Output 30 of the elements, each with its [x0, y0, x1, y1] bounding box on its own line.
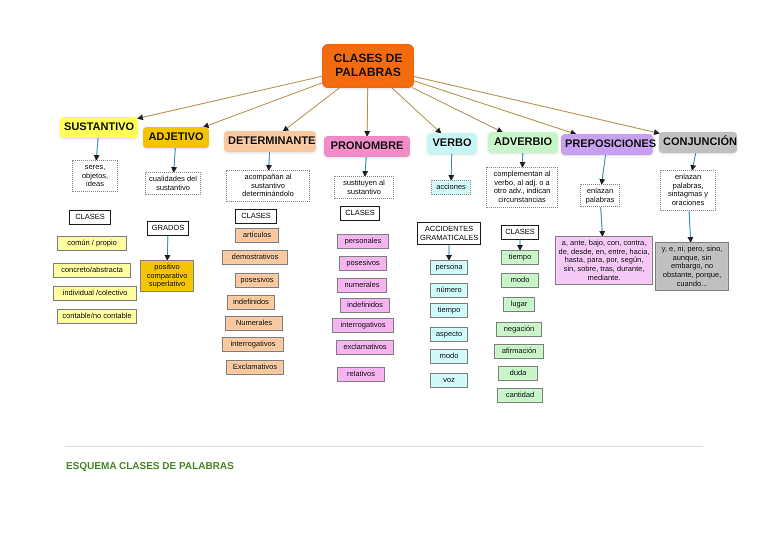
- arrow: [687, 210, 694, 243]
- arrow: [202, 82, 322, 128]
- category-box: CONJUNCIÓN: [659, 132, 737, 153]
- arrow: [94, 137, 100, 161]
- category-box: ADVERBIO: [488, 132, 558, 153]
- arrow: [414, 80, 577, 136]
- category-box: DETERMINANTE: [224, 131, 316, 152]
- arrow: [171, 147, 178, 173]
- arrow: [364, 87, 370, 137]
- arrow: [164, 235, 170, 261]
- caption: ESQUEMA CLASES DE PALABRAS: [66, 460, 234, 474]
- arrow: [599, 154, 606, 185]
- category-box: PRONOMBRE: [324, 136, 410, 157]
- arrow: [517, 239, 523, 251]
- arrow: [137, 76, 322, 120]
- arrow: [362, 156, 368, 177]
- arrow: [448, 153, 454, 181]
- arrow: [412, 87, 503, 132]
- category-box: SUSTANTIVO: [60, 117, 138, 138]
- arrow: [414, 76, 660, 136]
- category-box: ADJETIVO: [143, 127, 209, 148]
- arrow: [520, 152, 526, 168]
- arrow: [282, 87, 340, 132]
- arrow: [690, 152, 696, 171]
- category-box: VERBO: [427, 133, 477, 154]
- arrow: [446, 244, 452, 261]
- arrow: [266, 151, 272, 171]
- title-box: CLASES DE PALABRAS: [322, 44, 414, 88]
- arrow: [599, 206, 606, 237]
- arrow: [391, 87, 442, 134]
